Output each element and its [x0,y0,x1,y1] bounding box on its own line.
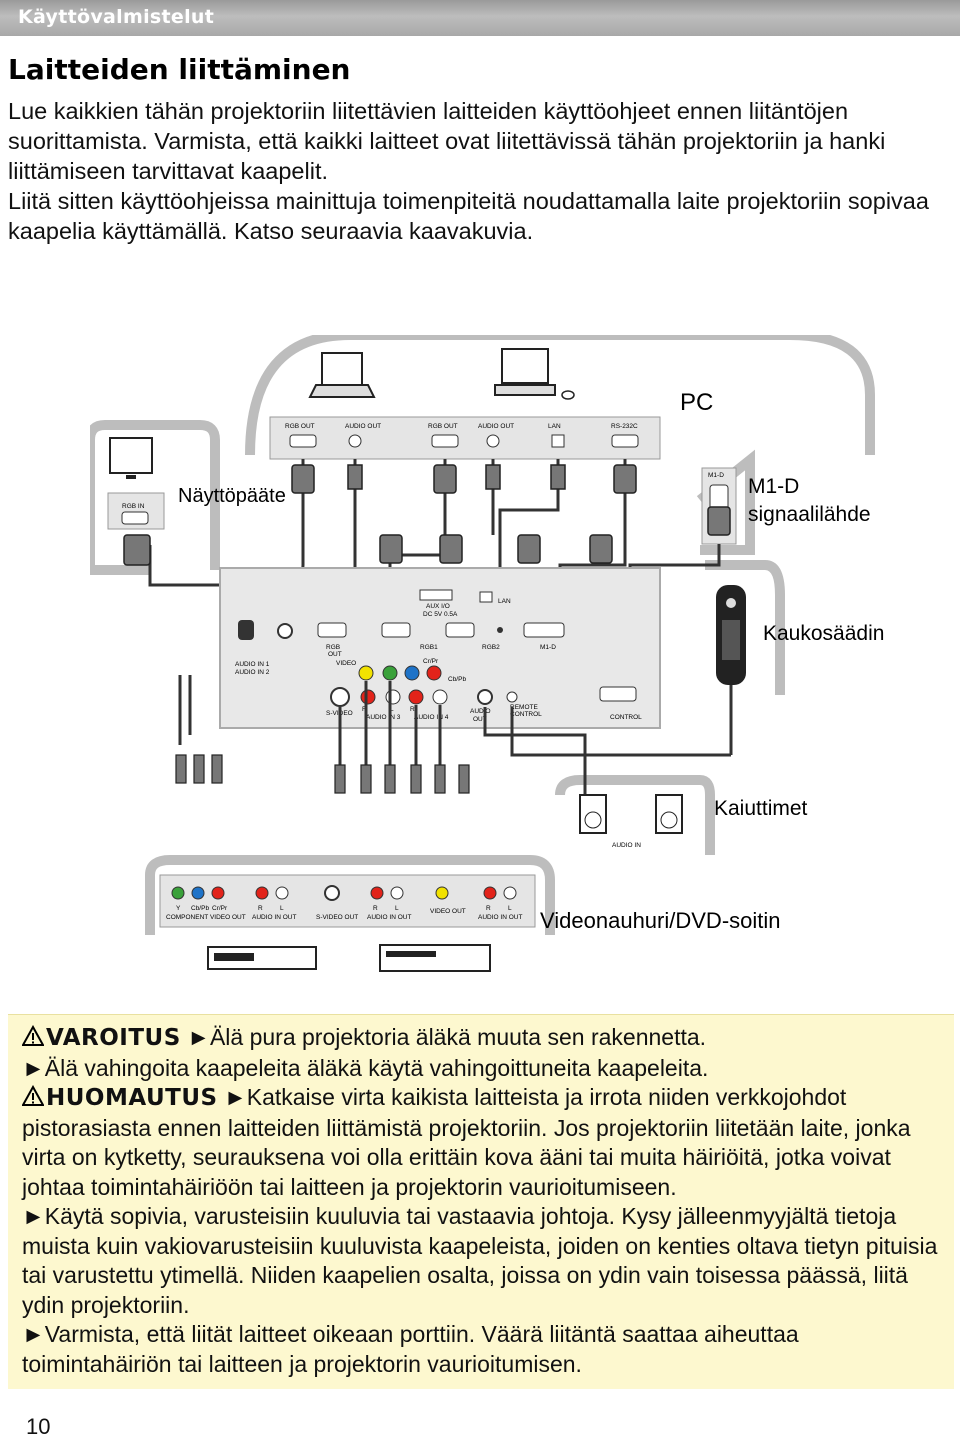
caution-label: HUOMAUTUS [46,1085,218,1111]
caution-line-1: HUOMAUTUS ►Katkaise virta kaikista laitt… [22,1083,947,1202]
proj-audio-in1: AUDIO IN 1 [235,661,270,668]
display-region-outline [90,420,220,575]
pc-port-rgb-out-1: RGB OUT [285,423,315,430]
pc-port-lan: LAN [548,423,561,430]
warning-line-1: VAROITUS ►Älä pura projektoria äläkä muu… [22,1023,947,1054]
intro-paragraph-2: Liitä sitten käyttöohjeissa mainittuja t… [8,188,929,244]
caution-line-3: ►Varmista, että liität laitteet oikeaan … [22,1320,947,1379]
proj-audio-in4: AUDIO IN 4 [414,714,449,721]
label-display: Näyttöpääte [178,485,286,507]
proj-rgb2: RGB2 [482,644,500,651]
pc-port-audio-out-1: AUDIO OUT [345,423,381,430]
proj-cr-pr: Cr/Pr [423,658,439,665]
vcr-audio-out-1: AUDIO IN OUT [252,914,296,921]
pc-port-rs232c: RS-232C [611,423,638,430]
speaker-port: AUDIO IN [612,842,641,849]
monitor-icon [109,437,153,479]
vcr-region-outline [145,855,555,935]
warning-box: VAROITUS ►Älä pura projektoria äläkä muu… [8,1014,954,1389]
label-remote: Kaukosäädin [763,622,884,645]
remote-control-icon [716,585,746,755]
vcr-r-1: R [258,905,263,912]
caution-text-3: Varmista, että liität laitteet oikeaan p… [22,1321,799,1377]
vcr-l-1: L [280,905,284,912]
proj-control: CONTROL [610,714,642,721]
warning-line-2: ►Älä vahingoita kaapeleita äläkä käytä v… [22,1054,947,1084]
speakers-region-outline [555,775,715,855]
label-vcr: Videonauhuri/DVD-soitin [540,908,781,933]
caution-text-1: Katkaise virta kaikista laitteista ja ir… [22,1084,911,1200]
section-title: Käyttövalmistelut [18,6,215,28]
proj-rgb-out: OUT [328,651,342,658]
bullet-arrow-icon: ► [22,1321,45,1347]
proj-remote-2: CONTROL [510,711,542,718]
intro-text: Lue kaikkien tähän projektoriin liitettä… [8,96,953,246]
caution-text-2: Käytä sopivia, varusteisiin kuuluvia tai… [22,1203,938,1318]
label-m1d-line2: signaalilähde [748,503,871,526]
vcr-l-2: L [395,905,399,912]
vcr-audio-out-2: AUDIO IN OUT [367,914,411,921]
proj-audio-in3: AUDIO IN 3 [366,714,401,721]
proj-aux-power: DC 5V 0.5A [423,611,458,618]
bullet-arrow-icon: ► [223,1084,247,1110]
label-speakers: Kaiuttimet [714,797,808,820]
proj-l-3: L [390,706,394,713]
vcr-r-2: R [373,905,378,912]
bullet-arrow-icon: ► [22,1054,45,1081]
warning-triangle-icon [22,1025,44,1046]
laptop-icon [308,352,376,398]
proj-lan: LAN [498,598,511,605]
vcr-y: Y [176,905,181,912]
bullet-arrow-icon: ► [187,1024,210,1050]
proj-audio-in2: AUDIO IN 2 [235,669,270,676]
remote-region-outline [705,560,785,695]
section-header-bar: Käyttövalmistelut [0,0,960,36]
proj-r-4: R [410,706,415,713]
vcr-l-3: L [508,905,512,912]
proj-remote-1: REMOTE [510,704,538,711]
label-pc: PC [680,389,713,416]
page-number: 10 [26,1414,51,1439]
vcr-component: COMPONENT VIDEO OUT [166,914,246,921]
vcr-device-icon [207,946,317,970]
pc-port-rgb-out-2: RGB OUT [428,423,458,430]
proj-aux: AUX I/O [426,603,450,610]
proj-rgb: RGB [326,644,340,651]
monitor-port-rgb-in: RGB IN [122,503,145,510]
proj-rgb1: RGB1 [420,644,438,651]
pc-port-audio-out-2: AUDIO OUT [478,423,514,430]
vcr-audio-out-3: AUDIO IN OUT [478,914,522,921]
proj-cb-pb: Cb/Pb [448,676,466,683]
warning-text-1: Älä pura projektoria äläkä muuta sen rak… [209,1024,707,1050]
warning-label: VAROITUS [46,1025,181,1051]
dvd-device-icon [379,944,491,972]
proj-audio-out-2: OUT [473,716,487,723]
bullet-arrow-icon: ► [22,1203,45,1229]
proj-audio-out-1: AUDIO [470,708,491,715]
connection-diagram: RGB OUT AUDIO OUT RGB OUT AUDIO OUT LAN … [90,335,884,972]
page-title: Laitteiden liittäminen [8,53,351,86]
proj-video: VIDEO [336,660,356,667]
m1d-port-label: M1-D [708,472,724,479]
speakers-icon [579,794,683,834]
vcr-cb: Cb/Pb [191,905,209,912]
pc-region-outline [245,335,875,456]
caution-triangle-icon [22,1085,44,1106]
vcr-svideo-out: S-VIDEO OUT [316,914,358,921]
warning-text-2: Älä vahingoita kaapeleita äläkä käytä va… [44,1054,709,1081]
vcr-cr: Cr/Pr [212,905,228,912]
intro-paragraph-1: Lue kaikkien tähän projektoriin liitettä… [8,98,886,184]
caution-line-2: ►Käytä sopivia, varusteisiin kuuluvia ta… [22,1202,947,1320]
proj-m1d: M1-D [540,644,556,651]
vcr-r-3: R [486,905,491,912]
desktop-pc-icon [494,348,575,400]
vcr-video-out: VIDEO OUT [430,908,466,915]
label-m1d-line1: M1-D [748,475,799,498]
